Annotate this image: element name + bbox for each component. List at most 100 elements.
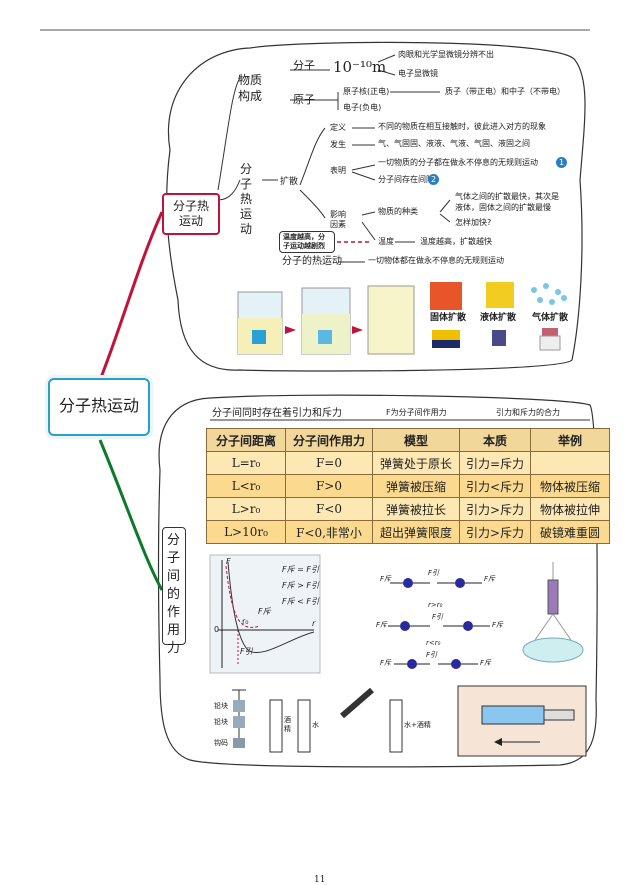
dots-row2-left: F斥 [376,621,388,629]
cell: 超出弹簧限度 [372,520,460,544]
show-text-1: 一切物质的分子都在做永不停息的无规则运动 [378,158,538,167]
molecule-note-1: 肉眼和光学显微镜分辨不出 [398,50,494,59]
table-row: L>10r₀ F<0,非常小 超出弹簧限度 引力>斥力 破镜难重圆 [206,520,610,544]
gas-diffusion-label: 气体扩散 [532,313,569,323]
dots-row3-mid: F引 [426,651,438,659]
central-node: 分子热运动 [48,378,150,436]
force-definition: F为分子间作用力 [386,408,447,417]
cell: L>10r₀ [206,520,286,544]
cell: 物体被压缩 [530,474,610,498]
thermal-text: 一切物体都在做永不停息的无规则运动 [368,256,504,265]
tube-alcohol-label: 酒精 [284,716,291,733]
dots-row3-right: F斥 [480,659,492,667]
graph-label-3: F斥 < F引 [282,597,319,606]
badge-2-text: 2 [430,175,437,184]
th-essence: 本质 [459,428,531,452]
matter-title: 物质构成 [238,73,263,103]
nucleus-label: 原子核(正电) [343,87,390,96]
dots-row1-mid: F引 [428,569,440,577]
factor-1-note-2: 液体，固体之间的扩散最慢 [455,203,551,212]
cell: F<0,非常小 [285,520,373,544]
temperature-box-2: 子运动越剧烈 [283,242,325,250]
lead-label-b: 铅块 [214,718,228,726]
th-force: 分子间作用力 [285,428,373,452]
nucleus-note: 质子（带正电）和中子（不带电） [445,87,565,96]
gas-diffusion-image [531,283,567,351]
beaker-3 [367,285,415,355]
cell: 破镜难重圆 [530,520,610,544]
dots-row2-mid: F引 [432,613,444,621]
graph-F-axis: F [226,557,231,566]
liquid-diffusion-image [486,282,514,346]
graph-label-1: F斥 = F引 [282,565,319,574]
spring-scale-image [522,562,584,663]
beaker-1 [237,291,283,355]
def-label: 定义 [330,123,346,132]
table-row: L<r₀ F>0 弹簧被压缩 引力<斥力 物体被压缩 [206,474,610,498]
tube-water-label: 水 [312,721,319,729]
th-model: 模型 [372,428,460,452]
occur-text: 气、气固固、液液、气液、气固、液固之间 [378,139,530,148]
force-statement: 分子间同时存在着引力和斥力 [212,408,342,419]
force-resultant: 引力和斥力的合力 [496,408,560,417]
def-text: 不同的物质在相互接触时，彼此进入对方的现象 [378,122,546,131]
dots-row2-label: r>r₀ [428,601,443,609]
factor-1: 物质的种类 [378,207,418,216]
branch-intermolecular-force: 分子间的作用力 [162,527,186,656]
electron-label: 电子(负电) [343,103,382,112]
cell: 引力>斥力 [459,520,531,544]
molecule-note-2: 电子显微镜 [398,69,438,78]
solid-diffusion-label: 固体扩散 [430,313,467,323]
hook-label: 钩码 [214,739,228,747]
table-row: L=r₀ F=0 弹簧处于原长 引力=斥力 [206,451,610,475]
factor-2: 温度 [378,237,394,246]
cell: F>0 [285,474,373,498]
branch-thermal-motion-label: 分子热运动 [172,199,209,228]
molecule-dots [388,578,490,669]
occur-label: 发生 [330,140,346,149]
show-label: 表明 [330,166,346,175]
graph-r0: r₀ [242,617,249,626]
cell: 物体被拉伸 [530,497,610,521]
central-node-label: 分子热运动 [59,396,140,415]
lead-block-experiment [232,689,246,748]
graph-r-axis: r [312,619,316,628]
solid-diffusion-image [430,282,462,348]
graph-origin: 0 [214,625,220,634]
liquid-diffusion-label: 液体扩散 [480,313,517,323]
dots-row3-left: F斥 [380,659,392,667]
dots-row1-left: F斥 [380,575,392,583]
molecule-size: 10⁻¹⁰m [333,58,387,76]
cell [530,451,610,475]
mix-label: 水+酒精 [404,721,431,729]
badge-1-text: 1 [558,158,565,167]
dots-row3-label: r<r₀ [426,639,441,647]
temperature-box-1: 温度越高，分 [283,233,325,241]
beaker-2 [301,287,351,355]
force-table-header: 分子间距离 分子间作用力 模型 本质 举例 [206,428,610,452]
cell: 引力<斥力 [459,474,531,498]
badge-2: 2 [428,174,439,185]
dots-row1-right: F斥 [484,575,496,583]
syringe-experiment [457,685,587,757]
cell: F=0 [285,451,373,475]
lead-label-a: 铅块 [214,702,228,710]
graph-f-rep: F斥 [258,607,271,616]
graph-label-2: F斥 > F引 [282,581,319,590]
cell: 弹簧被压缩 [372,474,460,498]
page-number: 11 [314,875,326,885]
cell: F<0 [285,497,373,521]
cell: 弹簧被拉长 [372,497,460,521]
factor-1-question: 怎样加快? [455,218,492,227]
branch-thermal-motion: 分子热运动 [162,193,220,235]
diffusion-label: 扩散 [280,177,299,187]
graph-f-att: F引 [240,647,253,656]
cell: L<r₀ [206,474,286,498]
force-table: 分子间距离 分子间作用力 模型 本质 举例 L=r₀ F=0 弹簧处于原长 引力… [206,428,610,544]
atom-label: 原子 [293,93,315,106]
branch-intermolecular-force-label: 分子间的作用力 [167,533,181,656]
badge-1: 1 [556,157,567,168]
cell: L=r₀ [206,451,286,475]
